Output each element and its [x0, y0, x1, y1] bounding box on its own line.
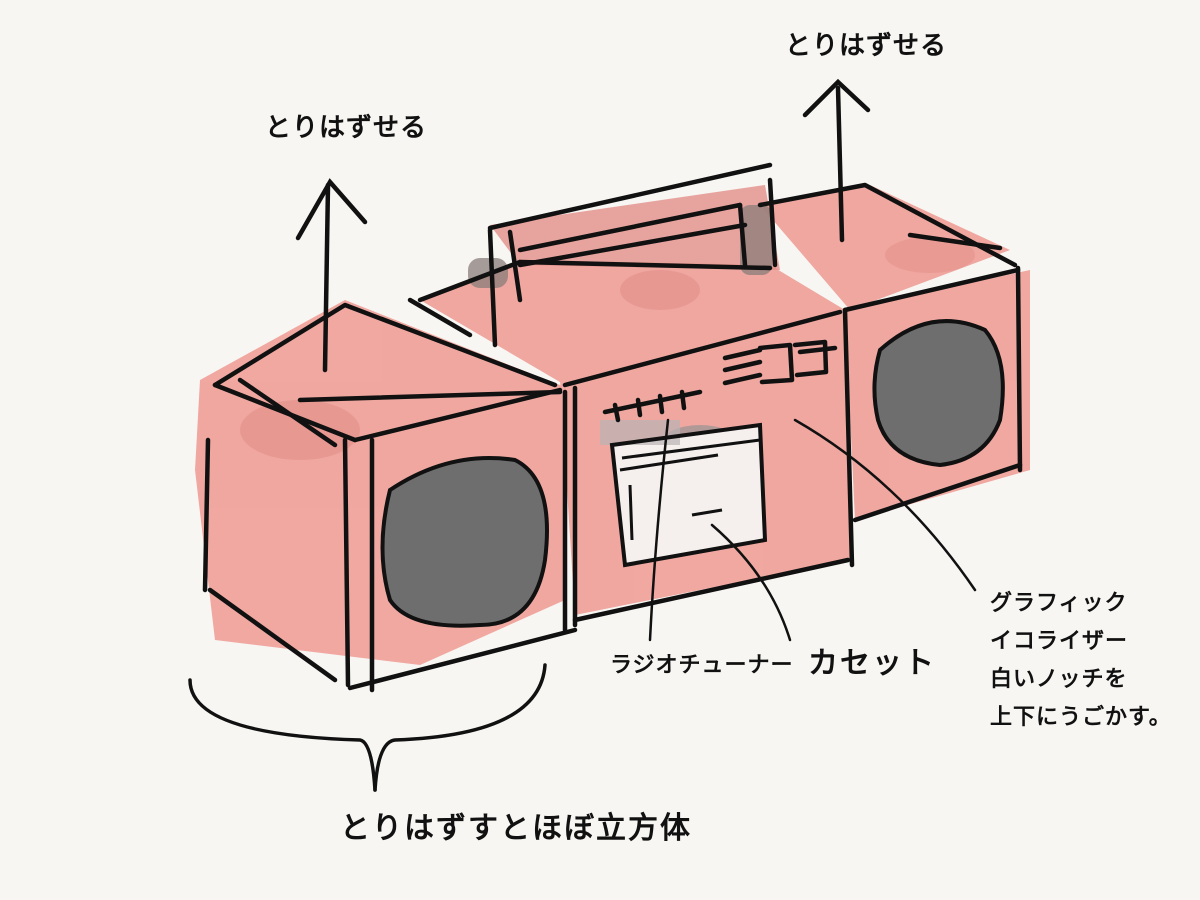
body-fill — [195, 185, 1030, 665]
right-speaker — [872, 319, 1005, 468]
equalizer-note: グラフィック イコライザー 白いノッチを 上下にうごかす。 — [990, 585, 1172, 737]
cube-brace-icon — [188, 663, 547, 792]
equalizer-line-2: イコライザー — [990, 629, 1129, 654]
leader-lines — [648, 418, 977, 642]
right-removable-label: とりはずせる — [785, 31, 948, 61]
cube-note-label: とりはずすとほぼ立方体 — [340, 811, 692, 846]
radio-tuner-label: ラジオチューナー — [610, 653, 794, 678]
equalizer-line-1: グラフィック — [990, 591, 1128, 616]
left-speaker — [380, 456, 549, 628]
left-removable-label: とりはずせる — [265, 113, 428, 143]
equalizer-line-3: 白いノッチを — [990, 667, 1128, 692]
equalizer-line-4: 上下にうごかす。 — [990, 705, 1172, 730]
cassette-label: カセット — [808, 646, 936, 681]
body-outline — [202, 162, 1023, 693]
left-speaker-arrow-icon — [295, 178, 368, 373]
cassette-window — [600, 420, 768, 568]
right-speaker-arrow-icon — [802, 78, 871, 243]
